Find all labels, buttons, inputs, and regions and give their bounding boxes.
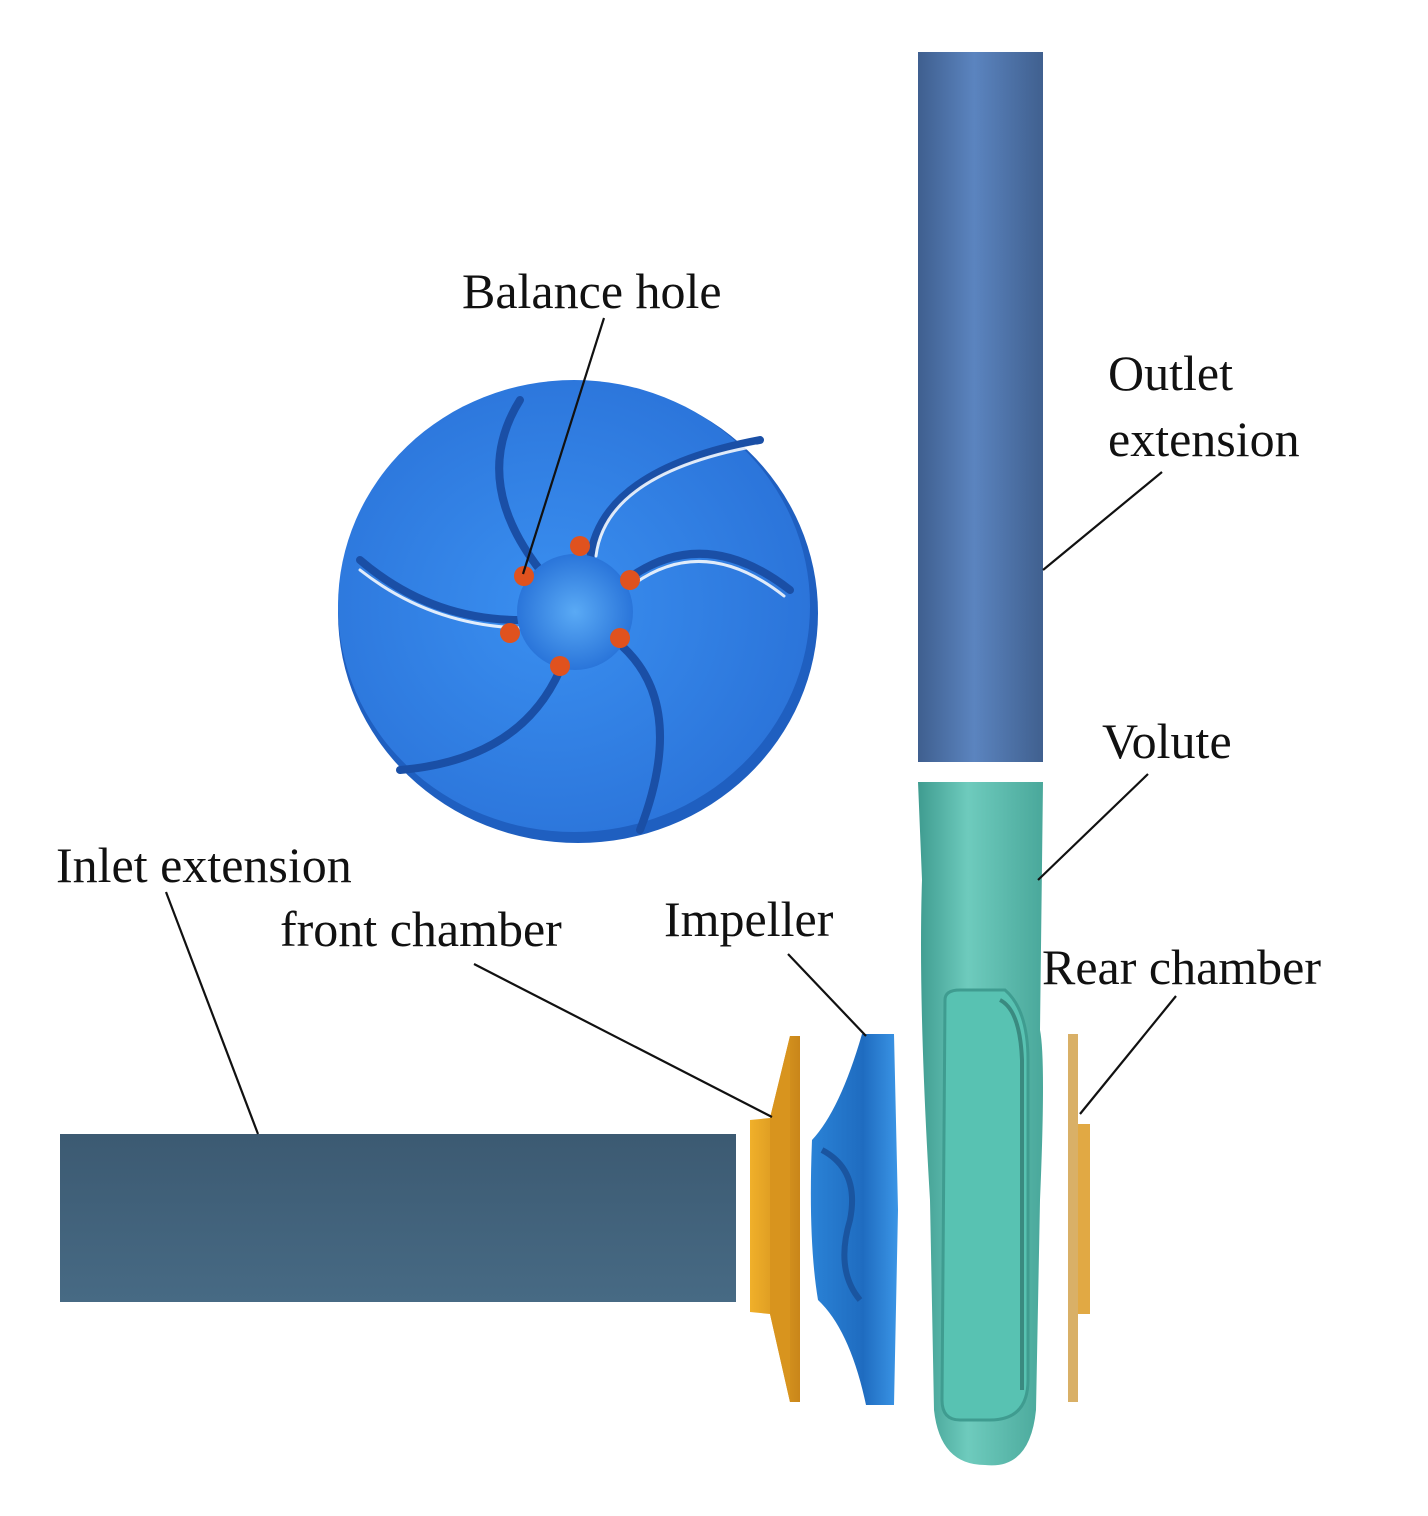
label-balance-hole: Balance hole bbox=[462, 263, 722, 319]
rear-chamber-hub bbox=[1078, 1124, 1090, 1314]
label-impeller: Impeller bbox=[664, 891, 834, 947]
front-chamber-rim bbox=[770, 1036, 790, 1402]
impeller-hub bbox=[517, 554, 633, 670]
label-rear-chamber: Rear chamber bbox=[1042, 939, 1321, 995]
balance-hole-icon bbox=[610, 628, 630, 648]
impeller-top-view bbox=[338, 380, 818, 843]
label-outlet-extension-line1: Outlet bbox=[1108, 345, 1233, 401]
balance-hole-icon bbox=[514, 566, 534, 586]
leader-impeller bbox=[787, 953, 867, 1037]
volute-scroll-edge bbox=[998, 998, 1024, 1390]
label-inlet-extension: Inlet extension bbox=[56, 837, 352, 893]
volute-scroll-face bbox=[940, 988, 1030, 1422]
balance-hole-icon bbox=[550, 656, 570, 676]
leader-inlet-extension bbox=[164, 891, 260, 1135]
leader-rear-chamber bbox=[1079, 995, 1177, 1115]
leader-outlet-extension bbox=[1042, 471, 1163, 571]
rear-chamber-disc bbox=[1068, 1034, 1078, 1402]
balance-hole-icon bbox=[570, 536, 590, 556]
label-volute: Volute bbox=[1102, 713, 1232, 769]
impeller-side-vane bbox=[820, 1147, 863, 1302]
label-outlet-extension-line2: extension bbox=[1108, 411, 1300, 467]
leader-volute bbox=[1037, 773, 1149, 881]
impeller-side-view bbox=[810, 1034, 898, 1405]
leader-balance-hole bbox=[521, 317, 606, 575]
outlet-extension-pipe bbox=[918, 52, 1043, 762]
leader-front-chamber bbox=[473, 963, 773, 1118]
label-front-chamber: front chamber bbox=[280, 901, 562, 957]
inlet-extension-pipe bbox=[60, 1134, 736, 1302]
balance-hole-icon bbox=[500, 623, 520, 643]
balance-hole-icon bbox=[620, 570, 640, 590]
